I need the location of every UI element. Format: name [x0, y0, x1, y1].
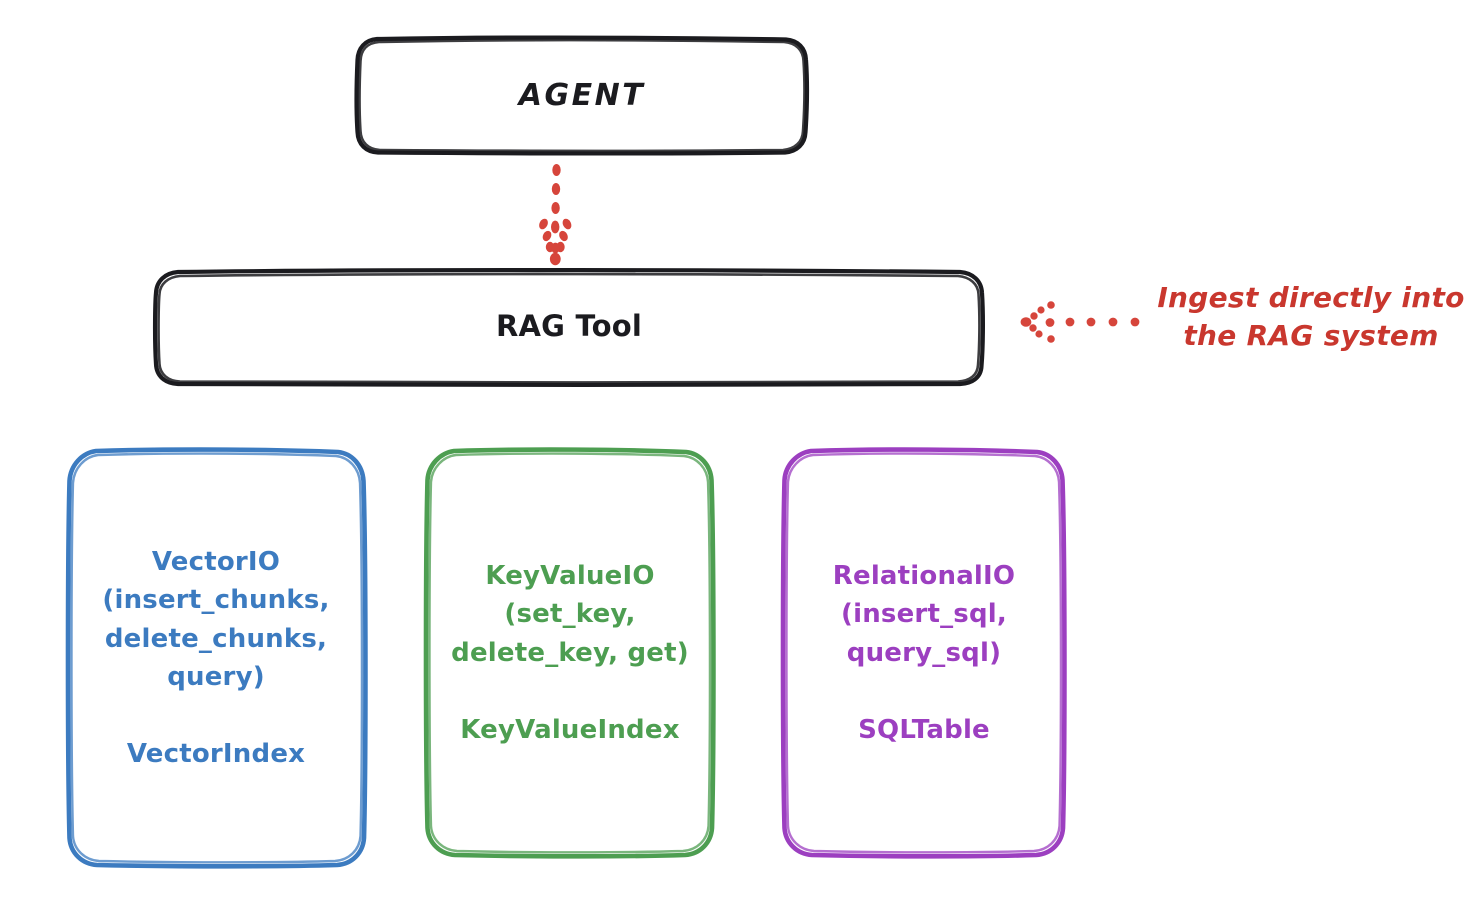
- key-value-io-label: KeyValueIO (set_key, delete_key, get) Ke…: [451, 560, 689, 745]
- vector-io-label: VectorIO (insert_chunks, delete_chunks, …: [102, 546, 330, 769]
- agent-box-outline: [354, 35, 810, 156]
- relational-io-node[interactable]: RelationalIO (insert_sql, query_sql) SQL…: [785, 450, 1063, 856]
- relational-io-label: RelationalIO (insert_sql, query_sql) SQL…: [832, 560, 1016, 745]
- connector-ingest-to-rag-tool: [1020, 301, 1140, 343]
- connector-agent-to-rag-tool: [539, 164, 572, 266]
- key-value-io-box-outline: [423, 447, 716, 859]
- agent-label: AGENT: [518, 77, 646, 113]
- relational-io-box-outline: [780, 447, 1067, 859]
- rag-tool-label: RAG Tool: [496, 309, 642, 344]
- rag-tool-node[interactable]: RAG Tool: [155, 271, 983, 383]
- agent-node[interactable]: AGENT: [357, 38, 807, 154]
- rag-tool-box-outline: [152, 268, 986, 388]
- vector-io-box-outline: [65, 447, 368, 869]
- key-value-io-node[interactable]: KeyValueIO (set_key, delete_key, get) Ke…: [428, 450, 712, 856]
- ingest-annotation: Ingest directly into the RAG system: [1146, 279, 1476, 354]
- vector-io-node[interactable]: VectorIO (insert_chunks, delete_chunks, …: [68, 450, 364, 866]
- ingest-annotation-text: Ingest directly into the RAG system: [1157, 281, 1465, 352]
